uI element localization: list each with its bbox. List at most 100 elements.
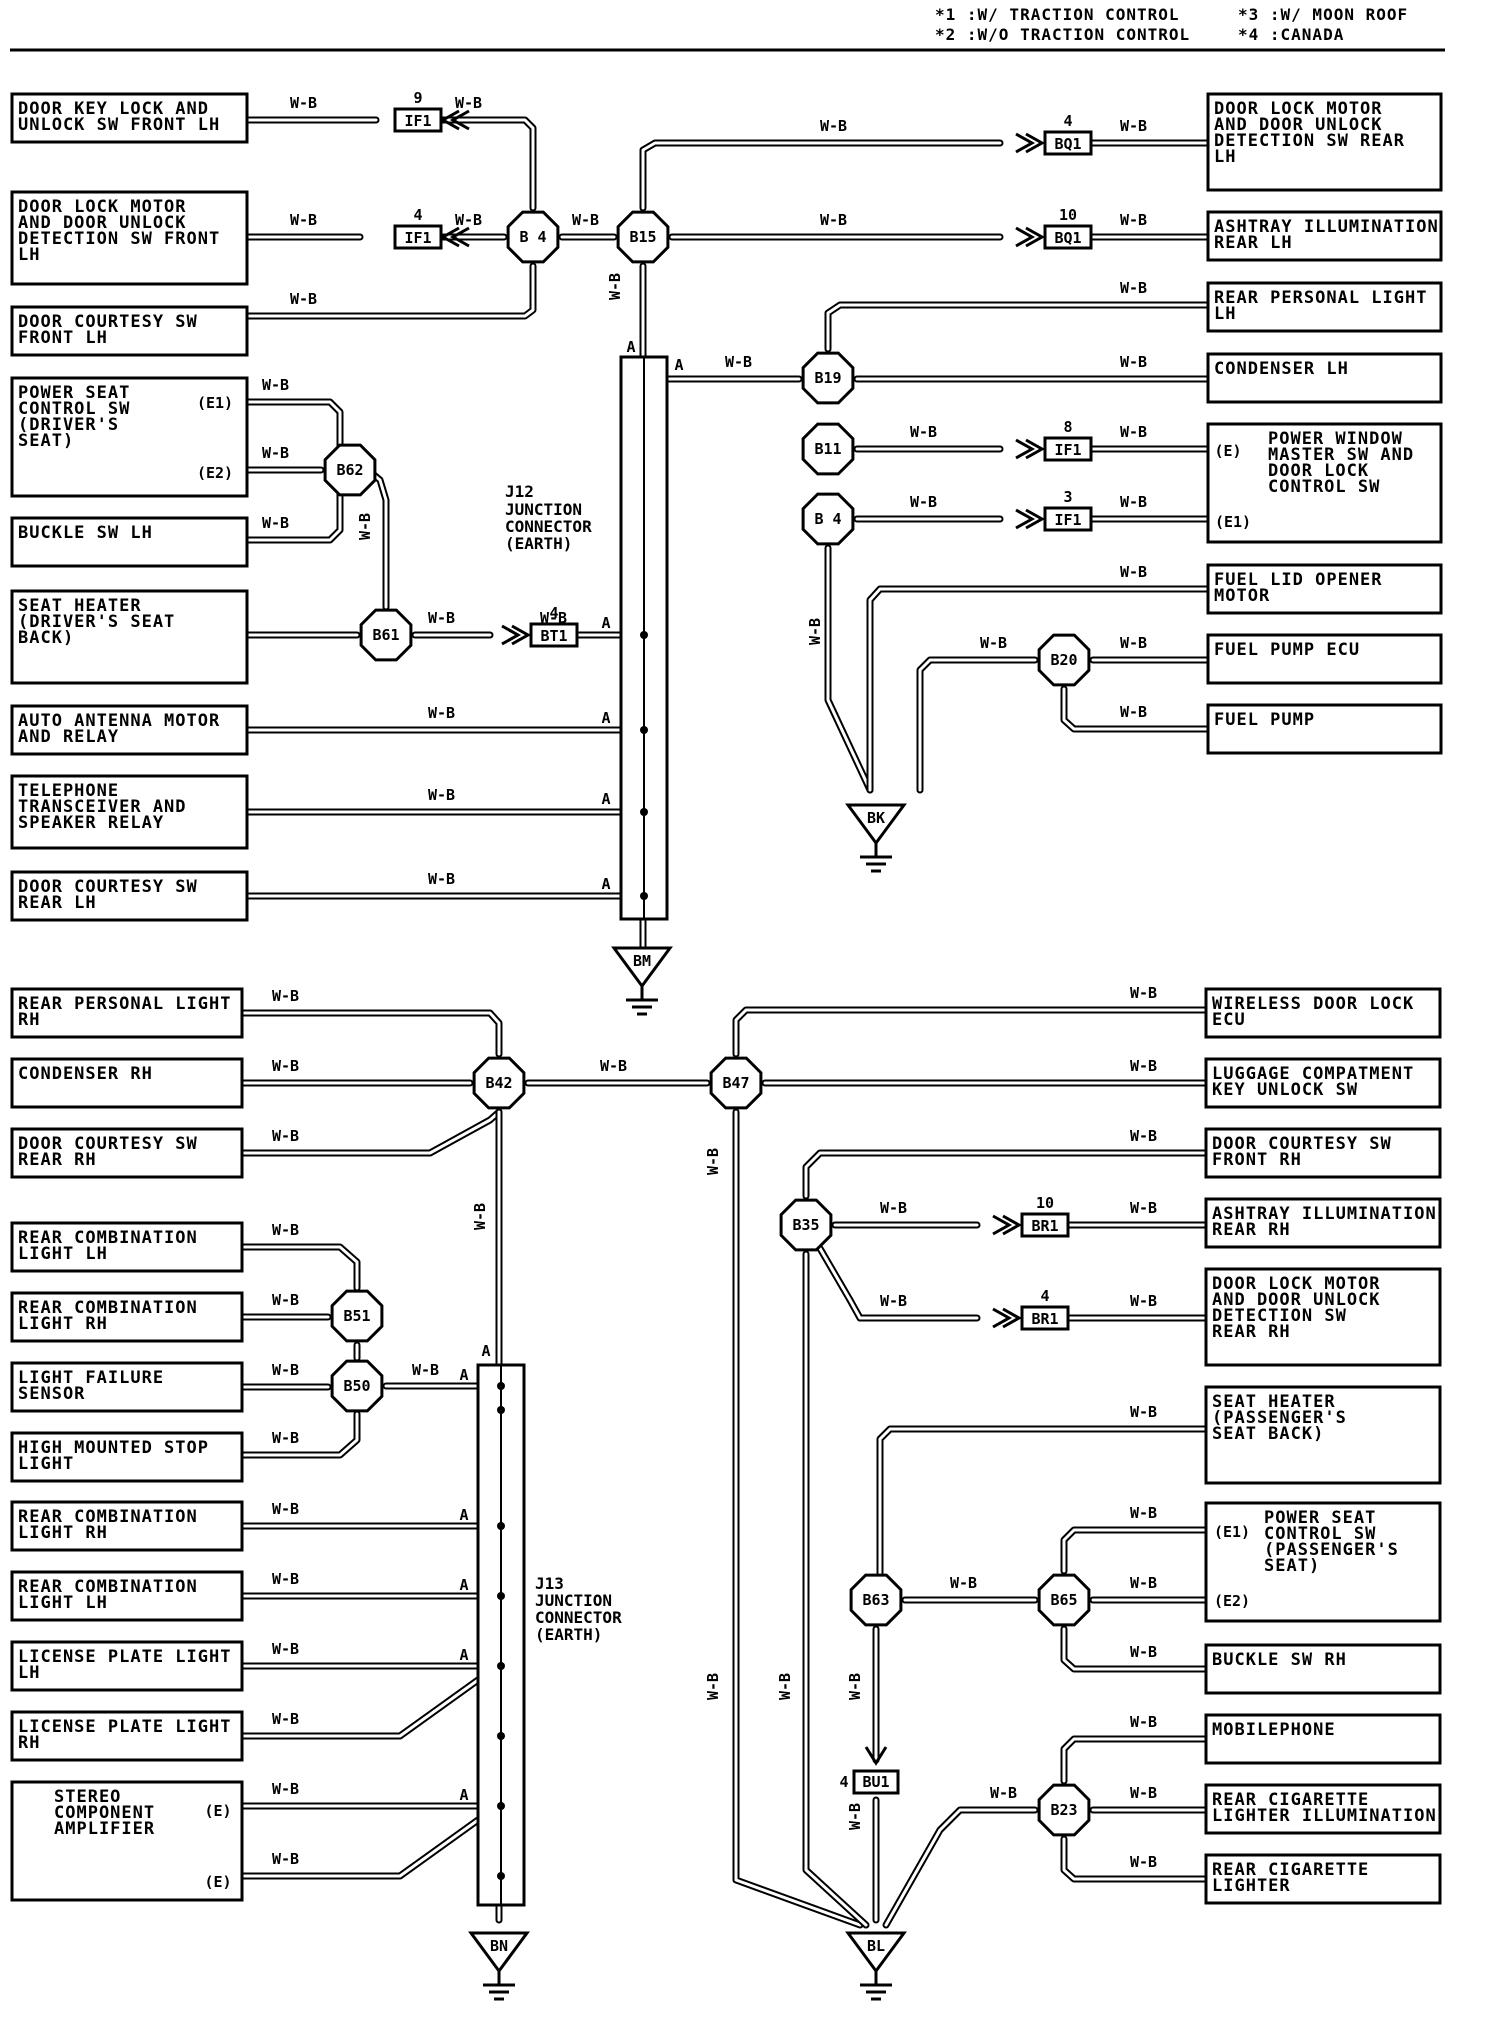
splice-point: B11 [801, 422, 855, 476]
header-notes: *1 :W/ TRACTION CONTROL *2 :W/O TRACTION… [10, 5, 1445, 52]
pin-label: A [601, 790, 610, 808]
wire-color-label: W-B [272, 987, 299, 1005]
wire-34 [238, 1009, 503, 1058]
wire-1 [394, 116, 537, 212]
wire-color-label: W-B [428, 609, 455, 627]
junction-dot [497, 1872, 505, 1880]
wire-color-label: W-B [1130, 1403, 1157, 1421]
junction-dot [640, 726, 648, 734]
component-frame [10, 1361, 244, 1413]
wire-color-label: W-B [1120, 279, 1147, 297]
component-box: FUEL PUMP [1206, 703, 1443, 755]
component-label: TRANSCEIVER AND [18, 797, 187, 817]
pin-label: A [481, 1342, 490, 1360]
component-label: POWER SEAT [18, 383, 130, 403]
wire-color-label: W-B [1120, 117, 1147, 135]
connectors: IF19IF14BQ14BQ110IF18IF13BT14BR110BR14BU… [393, 89, 1093, 1795]
j13-label-earth: (EARTH) [535, 1625, 602, 1644]
component-box: BUCKLE SW RH [1204, 1643, 1442, 1695]
component-label: DOOR LOCK MOTOR [1214, 99, 1383, 119]
component-label: UNLOCK SW FRONT LH [18, 115, 220, 135]
component-label: REAR LH [18, 893, 97, 913]
pin-label: A [459, 1576, 468, 1594]
wire-color-label: W-B [455, 211, 482, 229]
ground-label: BK [867, 809, 885, 827]
component-label: DOOR LOCK MOTOR [1212, 1274, 1381, 1294]
splice-point: B 4 [506, 210, 560, 264]
junction-dots [497, 631, 648, 1880]
ground-label: BM [633, 952, 651, 970]
component-label: AND RELAY [18, 727, 119, 747]
component-label: FRONT LH [18, 328, 108, 348]
component-frame [1204, 1783, 1442, 1835]
component-label: POWER WINDOW [1268, 429, 1403, 449]
component-label: RH [18, 1010, 40, 1030]
component-label: LH [1214, 147, 1236, 167]
wire-color-label: W-B [1130, 1784, 1157, 1802]
wire-30 [916, 656, 1039, 794]
component-box: CONDENSER RH [10, 1057, 244, 1109]
connector-name: IF1 [1054, 441, 1081, 459]
wire-color-label: W-B [1130, 1853, 1157, 1871]
pin-label: A [601, 614, 610, 632]
wire-39 [732, 1006, 1210, 1058]
component-frame [1206, 92, 1443, 192]
pin-label: A [601, 875, 610, 893]
splice-point: B15 [616, 210, 670, 264]
j13-label-type: JUNCTION [535, 1591, 612, 1610]
junction-dot [640, 892, 648, 900]
wire-color-label: W-B [272, 1710, 299, 1728]
wire-color-label: W-B [1120, 563, 1147, 581]
wire-13 [824, 301, 1212, 353]
note-3: *3 :W/ MOON ROOF [1238, 5, 1408, 24]
component-label: LH [1214, 304, 1236, 324]
pin-label: A [459, 1366, 468, 1384]
wire-68 [882, 1806, 1039, 1929]
component-frame [10, 987, 244, 1039]
component-label: MOTOR [1214, 586, 1270, 606]
component-label: SEAT) [1264, 1556, 1320, 1576]
wire-color-label: W-B [272, 1780, 299, 1798]
splice-label: B50 [343, 1377, 370, 1395]
ground-label: BL [867, 1937, 885, 1955]
splice-point: B19 [801, 351, 855, 405]
pin-label: A [459, 1786, 468, 1804]
wire-61 [876, 1425, 1210, 1580]
junction-dot [640, 631, 648, 639]
component-frame [1204, 1853, 1442, 1905]
component-label: ASHTRAY ILLUMINATION [1212, 1204, 1437, 1224]
wire-color-label: W-B [272, 1361, 299, 1379]
connector-pin: 4 [549, 604, 558, 622]
junction-dot [497, 1732, 505, 1740]
component-frame [10, 1057, 244, 1109]
wire-color-label: W-B [272, 1570, 299, 1588]
wire-45 [238, 1243, 361, 1292]
component-label: SPEAKER RELAY [18, 813, 164, 833]
wire-color-label: W-B [820, 117, 847, 135]
splice-label: B51 [343, 1307, 370, 1325]
wire-color-label: W-B [1120, 423, 1147, 441]
wire-color-label-vertical: W-B [776, 1673, 794, 1700]
component-label: (DRIVER'S [18, 415, 119, 435]
component-label: DOOR KEY LOCK AND [18, 99, 209, 119]
component-label: SEAT BACK) [1212, 1424, 1324, 1444]
component-frame [10, 190, 249, 286]
splice-label: B62 [336, 461, 363, 479]
component-label: CONDENSER LH [1214, 359, 1349, 379]
component-label: ASHTRAY ILLUMINATION [1214, 217, 1439, 237]
component-label: AUTO ANTENNA MOTOR [18, 711, 220, 731]
j13-label-conn: CONNECTOR [535, 1608, 622, 1627]
component-frame [1204, 1501, 1442, 1623]
component-frame [1204, 987, 1442, 1039]
component-label: LUGGAGE COMPATMENT [1212, 1064, 1414, 1084]
